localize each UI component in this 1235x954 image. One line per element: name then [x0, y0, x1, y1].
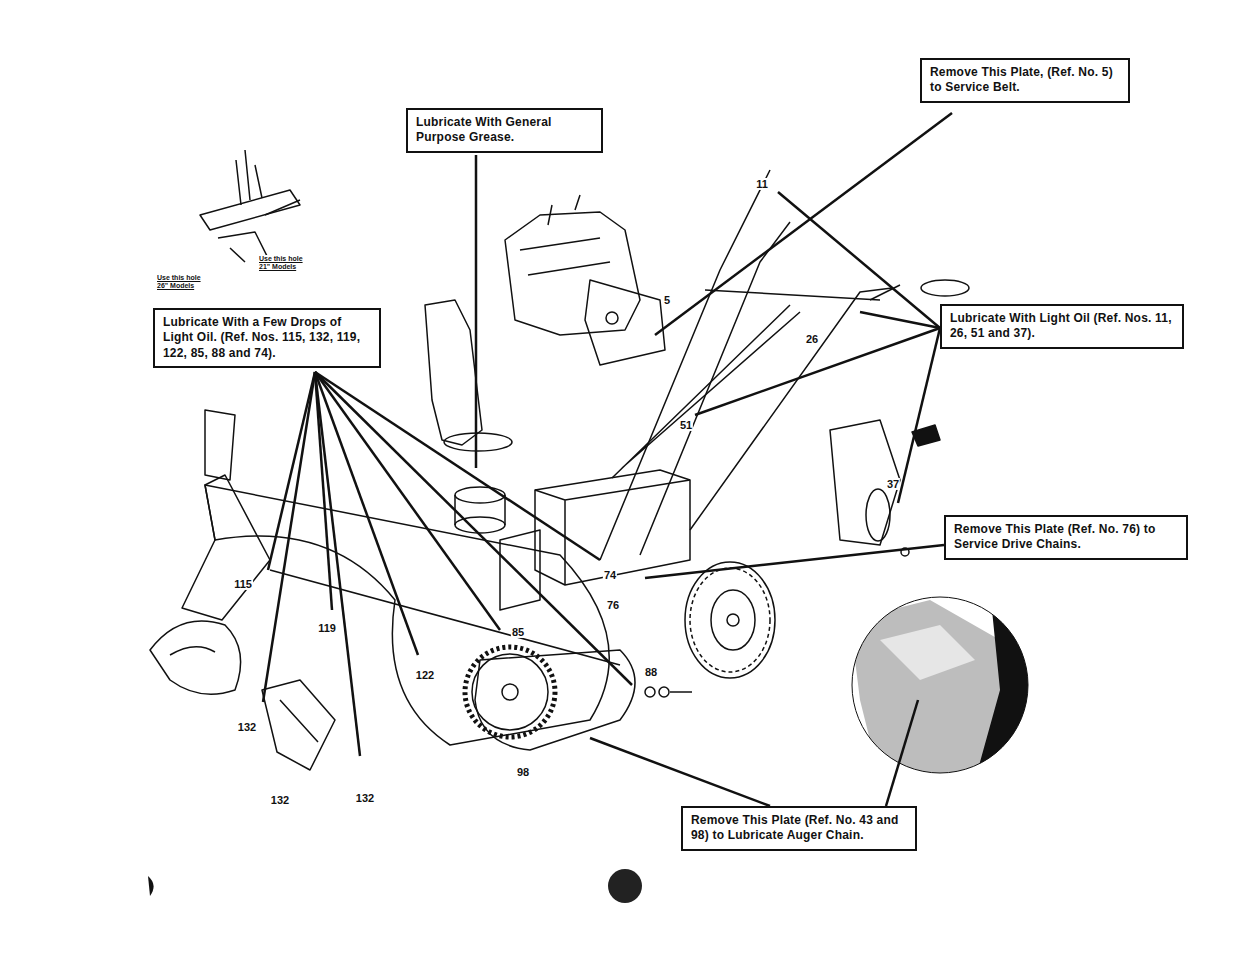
callout-number: 11: [755, 178, 769, 190]
sprocket: [465, 647, 555, 737]
leader-line: [695, 328, 940, 415]
callout-number: 122: [415, 669, 435, 681]
belt-cover-plate: [585, 280, 665, 365]
grip: [921, 280, 969, 296]
note-label: Use this hole 21" Models: [258, 255, 312, 270]
callout-box: Lubricate With a Few Drops of Light Oil.…: [153, 308, 381, 368]
leader-line: [860, 312, 940, 328]
pulley: [606, 312, 618, 324]
paddle: [205, 410, 235, 480]
leader-line: [263, 372, 315, 702]
leader-line: [268, 372, 315, 570]
leader-line: [315, 372, 360, 756]
chute-collar: [455, 517, 505, 533]
callout-number: 85: [511, 626, 525, 638]
detail-bracket: [200, 190, 300, 230]
detail-lever: [218, 200, 300, 262]
callout-number: 37: [886, 478, 900, 490]
handle-bar: [600, 170, 770, 560]
callout-number: 132: [237, 721, 257, 733]
wheel-rim: [711, 590, 755, 650]
leader-line: [590, 738, 770, 806]
chute-ring: [444, 433, 512, 451]
callout-box: Remove This Plate (Ref. No. 76) to Servi…: [944, 515, 1188, 560]
gear-box: [535, 470, 690, 585]
callout-text: Remove This Plate (Ref. No. 76) to Servi…: [954, 522, 1178, 553]
inset-shadow: [975, 590, 1035, 780]
callout-number: 132: [355, 792, 375, 804]
callout-number: 132: [270, 794, 290, 806]
leader-line: [898, 328, 940, 503]
chute-collar: [455, 487, 505, 503]
chute-collar-sides: [455, 495, 505, 525]
handle-bar: [690, 288, 892, 530]
callout-box: Lubricate With General Purpose Grease.: [406, 108, 603, 153]
leader-line: [315, 372, 418, 655]
callout-number: 26: [805, 333, 819, 345]
scan-speck: [608, 869, 642, 903]
snowblower-drawing: [150, 150, 969, 770]
wheel: [685, 562, 775, 678]
callout-number: 98: [516, 766, 530, 778]
side-plate: [182, 475, 270, 620]
idler-bracket: [830, 420, 900, 545]
callout-box: Lubricate With Light Oil (Ref. Nos. 11, …: [940, 304, 1184, 349]
detail-rods: [236, 150, 262, 205]
wheel-hub: [727, 614, 739, 626]
callout-number: 119: [317, 622, 337, 634]
callout-number: 5: [663, 294, 671, 306]
inset-plate: [850, 600, 1000, 780]
bolt-shank: [670, 691, 692, 693]
callout-text: Remove This Plate, (Ref. No. 5) to Servi…: [930, 65, 1120, 96]
scan-speck: [148, 876, 154, 896]
callout-number: 76: [606, 599, 620, 611]
callout-text: Lubricate With Light Oil (Ref. Nos. 11, …: [950, 311, 1174, 342]
discharge-chute: [425, 300, 482, 445]
callout-box: Remove This Plate (Ref. No. 43 and 98) t…: [681, 806, 917, 851]
leader-lines: [263, 113, 952, 806]
callout-number: 88: [644, 666, 658, 678]
callout-text: Lubricate With General Purpose Grease.: [416, 115, 593, 146]
leader-line: [475, 155, 478, 468]
leader-line: [886, 700, 918, 806]
control-rods: [612, 290, 880, 478]
auger-spiral: [262, 680, 335, 770]
sprocket-hub: [502, 684, 518, 700]
auger-spiral: [150, 621, 241, 694]
pin: [870, 285, 900, 300]
inset-border: [852, 597, 1028, 773]
auger-shaft: [270, 570, 620, 665]
bolt: [645, 687, 655, 697]
callout-text: Lubricate With a Few Drops of Light Oil.…: [163, 315, 371, 361]
leader-line: [655, 113, 952, 335]
mount-plate: [500, 530, 540, 610]
leader-line: [315, 372, 500, 630]
leader-line: [315, 372, 332, 610]
washer: [659, 687, 669, 697]
callout-box: Remove This Plate, (Ref. No. 5) to Servi…: [920, 58, 1130, 103]
callout-number: 74: [603, 569, 617, 581]
callout-text: Remove This Plate (Ref. No. 43 and 98) t…: [691, 813, 907, 844]
callout-number: 51: [679, 419, 693, 431]
inset-photo: [850, 590, 1035, 780]
sprocket: [472, 654, 548, 730]
tire-tread: [690, 568, 770, 672]
leader-line: [315, 372, 600, 560]
callout-number: 115: [233, 578, 253, 590]
leader-line: [778, 192, 940, 328]
leader-line: [645, 545, 944, 578]
engine-detail: [520, 195, 610, 275]
note-label: Use this hole 26" Models: [156, 274, 210, 289]
inset-highlight: [880, 625, 975, 680]
idler-wheel: [866, 489, 890, 541]
engine: [505, 212, 640, 335]
leader-line: [315, 372, 632, 685]
